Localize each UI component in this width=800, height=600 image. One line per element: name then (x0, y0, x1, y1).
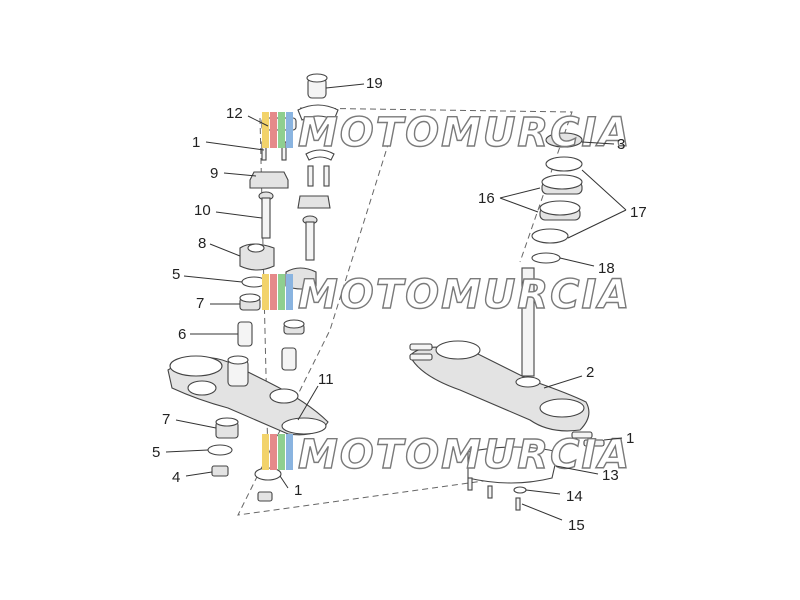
part-screws-pair-right (307, 165, 330, 187)
part-bushing-upper (239, 293, 261, 311)
part-bearing-upper (541, 174, 583, 195)
watermark-stripe (270, 434, 277, 470)
callout-17: 17 (630, 204, 647, 221)
part-clamp-cap (249, 171, 289, 189)
callout-3: 3 (617, 136, 625, 153)
part-spacer-right (281, 347, 297, 371)
part-nut-bottom (257, 491, 273, 502)
callout-18: 18 (598, 260, 615, 277)
part-long-bolt-left (258, 191, 274, 239)
callout-1-right: 1 (626, 430, 634, 447)
callout-7: 7 (196, 295, 204, 312)
part-top-cap (306, 73, 328, 99)
watermark-stripe (262, 434, 269, 470)
part-clamp-bolts-left (409, 343, 433, 361)
watermark-logo-1: MOTOMURCIA (262, 109, 631, 157)
part-guard-washer (513, 486, 527, 494)
part-washer-lower (207, 444, 233, 456)
part-bushing-lower (215, 417, 239, 439)
part-steering-clamp (409, 340, 590, 432)
part-cover-small (305, 149, 335, 161)
callout-1-lower: 1 (294, 482, 302, 499)
part-stem-nut (545, 132, 583, 148)
callout-8: 8 (198, 235, 206, 252)
part-cover-plate (297, 104, 339, 121)
part-spacer (237, 321, 253, 347)
callout-7-lower: 7 (162, 411, 170, 428)
part-nut (211, 465, 229, 477)
watermark-stripe (270, 274, 277, 310)
watermark-logos: MOTOMURCIA MOTOMURCIA MOTOMURCIA (262, 109, 631, 479)
part-clamp-body (239, 243, 275, 271)
part-lower-triple-clamp (167, 355, 329, 436)
callout-19: 19 (366, 75, 383, 92)
part-clamp-bolts-right (571, 431, 605, 447)
callout-labels: 19 12 1 9 10 8 5 7 6 7 5 4 11 1 3 16 17 … (152, 75, 647, 534)
watermark-stripe (262, 112, 269, 148)
part-guard-screws (467, 477, 521, 511)
watermark-logo-3: MOTOMURCIA (262, 431, 631, 479)
watermark-logo-2: MOTOMURCIA (262, 271, 631, 319)
watermark-stripe (278, 112, 285, 148)
watermark-text: MOTOMURCIA (298, 272, 631, 318)
callout-1: 1 (192, 134, 200, 151)
part-stem-washer (531, 252, 561, 264)
part-dust-seal (545, 156, 583, 172)
callout-14: 14 (566, 488, 583, 505)
watermark-text: MOTOMURCIA (298, 110, 631, 156)
callout-5: 5 (172, 266, 180, 283)
watermark-stripe (286, 112, 293, 148)
callout-9: 9 (210, 165, 218, 182)
callout-16: 16 (478, 190, 495, 207)
callout-11: 11 (318, 371, 334, 388)
callout-10: 10 (194, 202, 211, 219)
watermark-stripe (278, 434, 285, 470)
watermark-stripe (286, 274, 293, 310)
callout-13: 13 (602, 467, 619, 484)
watermark-stripe (278, 274, 285, 310)
callout-6: 6 (178, 326, 186, 343)
part-bearing-race (531, 228, 569, 244)
watermark-text: MOTOMURCIA (298, 432, 631, 478)
callout-5-lower: 5 (152, 444, 160, 461)
callout-12: 12 (226, 105, 243, 122)
callout-2: 2 (586, 364, 594, 381)
callout-4: 4 (172, 469, 180, 486)
part-bushing-right (283, 319, 305, 335)
part-guard-plate (467, 446, 559, 484)
part-clamp-cap-right (297, 195, 331, 209)
right-assembly (409, 132, 605, 511)
watermark-stripe (286, 434, 293, 470)
part-bearing-lower (539, 200, 581, 221)
callout-15: 15 (568, 517, 585, 534)
part-long-bolt-right (302, 215, 318, 261)
leader-lines (165, 83, 627, 521)
watermark-stripe (270, 112, 277, 148)
part-steering-stem (521, 267, 535, 377)
watermark-stripe (262, 274, 269, 310)
